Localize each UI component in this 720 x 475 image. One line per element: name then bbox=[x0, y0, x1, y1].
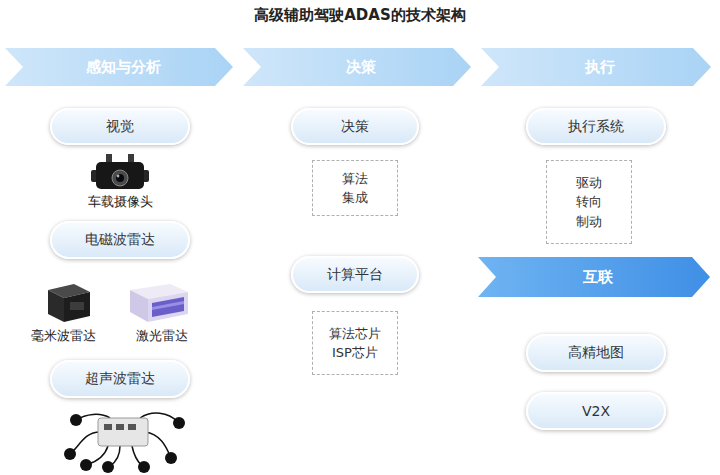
sensor-wire bbox=[72, 432, 100, 452]
band-fill bbox=[243, 48, 471, 86]
category-pill: 执行系统 bbox=[526, 108, 666, 145]
band-fill bbox=[481, 48, 711, 86]
unit-port bbox=[104, 424, 112, 430]
ultrasonic-sensor bbox=[80, 459, 92, 471]
sensor-wire bbox=[88, 446, 108, 464]
unit-port bbox=[128, 424, 136, 430]
node-label: 计算平台 bbox=[327, 266, 383, 284]
lidar-stripe bbox=[152, 301, 184, 310]
lidar-image bbox=[130, 284, 188, 322]
diagram-title: 高级辅助驾驶ADAS的技术架构 bbox=[0, 6, 720, 25]
category-pill: 超声波雷达 bbox=[50, 360, 190, 398]
mmwave-radar-image bbox=[48, 284, 90, 322]
node-label: 电磁波雷达 bbox=[85, 231, 155, 249]
node-label: 执行系统 bbox=[568, 118, 624, 136]
ultrasonic-sensor bbox=[70, 414, 82, 426]
node-label: 执行 bbox=[585, 58, 615, 77]
lidar-window bbox=[152, 297, 184, 317]
detail-box: 驱动 转向 制动 bbox=[546, 160, 632, 244]
section-band: 决策 bbox=[243, 48, 471, 86]
node-label: 决策 bbox=[341, 118, 369, 136]
section-band: 感知与分析 bbox=[5, 48, 233, 86]
part-name: 激光雷达 bbox=[136, 327, 188, 345]
band-fill bbox=[478, 257, 710, 297]
ultrasonic-sensor bbox=[64, 448, 76, 460]
camera-body bbox=[96, 162, 144, 189]
radar-side bbox=[48, 290, 64, 322]
control-unit bbox=[98, 418, 148, 446]
node-label: 感知与分析 bbox=[86, 58, 161, 77]
category-pill: 视觉 bbox=[50, 108, 190, 145]
radar-plug bbox=[70, 302, 84, 310]
part-name: 毫米波雷达 bbox=[31, 327, 96, 345]
node-label: 高精地图 bbox=[568, 344, 624, 362]
node-label: 超声波雷达 bbox=[85, 370, 155, 388]
detail-box: 算法 集成 bbox=[312, 160, 398, 216]
detail-text: 算法芯片 ISP芯片 bbox=[324, 324, 386, 363]
unit-port bbox=[116, 424, 124, 430]
section-band: 互联 bbox=[478, 257, 710, 297]
ultrasonic-sensor bbox=[102, 461, 114, 473]
band-fill bbox=[5, 48, 233, 86]
ultrasonic-sensor bbox=[138, 461, 150, 473]
camera-glint bbox=[117, 175, 120, 178]
camera-lens-core bbox=[116, 174, 124, 182]
category-pill: 决策 bbox=[291, 108, 419, 145]
lidar-front bbox=[148, 292, 188, 322]
radar-front bbox=[64, 292, 90, 322]
category-pill: 高精地图 bbox=[526, 334, 666, 372]
node-label: 互联 bbox=[583, 268, 613, 287]
lidar-side bbox=[130, 290, 148, 322]
ultrasonic-radar-image bbox=[64, 413, 185, 473]
category-pill: 电磁波雷达 bbox=[50, 221, 190, 259]
detail-text: 驱动 转向 制动 bbox=[574, 173, 604, 232]
part-name: 车载摄像头 bbox=[88, 193, 153, 211]
detail-box: 算法芯片 ISP芯片 bbox=[312, 311, 398, 375]
node-label: 决策 bbox=[346, 58, 376, 77]
section-band: 执行 bbox=[481, 48, 711, 86]
ultrasonic-sensor bbox=[173, 417, 185, 429]
ultrasonic-sensor bbox=[165, 452, 177, 464]
node-label: V2X bbox=[582, 403, 610, 419]
category-pill: 计算平台 bbox=[291, 256, 419, 293]
detail-text: 算法 集成 bbox=[340, 169, 370, 208]
camera-lens bbox=[112, 170, 128, 186]
node-label: 视觉 bbox=[106, 118, 134, 136]
camera-image bbox=[91, 154, 149, 189]
sensor-wire bbox=[145, 432, 170, 456]
category-pill: V2X bbox=[526, 392, 666, 430]
